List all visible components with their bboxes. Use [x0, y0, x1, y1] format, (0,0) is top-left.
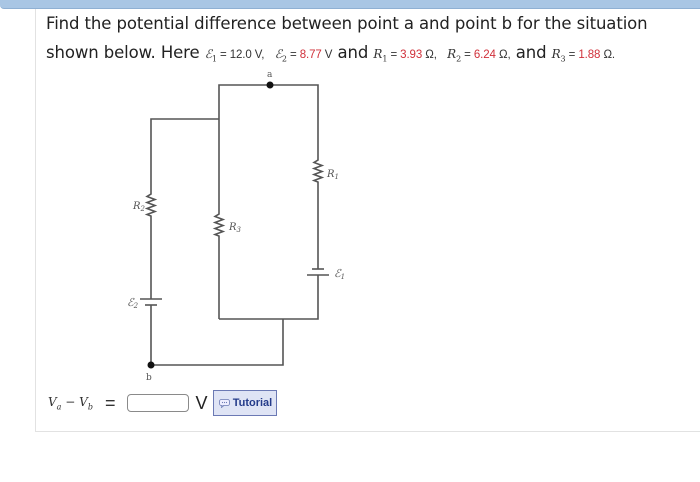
emf2-eq: = [286, 49, 300, 61]
left-top-wire [150, 118, 219, 192]
emf1-unit: V, [251, 49, 265, 61]
resistor-r1-icon [311, 158, 325, 184]
question-text: Find the potential difference between po… [46, 9, 696, 73]
r3-unit: Ω. [600, 49, 616, 61]
emf2-unit: V [321, 49, 333, 61]
emf1-value: 12.0 [229, 49, 252, 61]
and-word-2: and [515, 43, 547, 62]
emf1-symbol: ℰ1 [204, 47, 217, 64]
question-panel [35, 9, 700, 432]
r1-unit: Ω, [422, 49, 437, 61]
answer-row: Va − Vb = V Tutorial [48, 390, 278, 416]
r2-label: R2 [132, 201, 146, 213]
bottom-wire [151, 319, 284, 366]
equals-sign: = [104, 392, 116, 413]
header-bar [0, 0, 700, 9]
point-b-dot [147, 361, 155, 369]
r1-eq: = [387, 49, 401, 61]
point-a-dot [266, 81, 274, 89]
top-wire [218, 84, 319, 158]
resistor-r2-icon [144, 192, 158, 218]
r2-unit: Ω, [495, 49, 511, 61]
e1-bottom-wire [219, 275, 319, 320]
tutorial-label: Tutorial [232, 397, 273, 409]
question-prefix: shown below. Here [46, 43, 200, 62]
emf2-symbol: ℰ2 [274, 47, 287, 64]
r3-symbol: R3 [551, 47, 566, 64]
emf1-eq: = [216, 49, 230, 61]
tutorial-button[interactable]: Tutorial [213, 390, 278, 416]
speech-bubble-icon [218, 398, 230, 408]
e2-label: ℰ2 [127, 296, 139, 310]
r2-value: 6.24 [473, 49, 496, 61]
resistor-r3-icon [212, 212, 226, 238]
r2-eq: = [461, 49, 474, 61]
and-word-1: and [337, 43, 369, 62]
question-line-1: Find the potential difference between po… [46, 14, 648, 33]
r1-value: 3.93 [400, 49, 423, 61]
e1-label: ℰ1 [334, 267, 345, 281]
unit-label: V [195, 392, 208, 413]
r2-symbol: R2 [447, 47, 462, 64]
emf2-value: 8.77 [299, 49, 322, 61]
r3-label: R3 [228, 222, 242, 234]
r3-value: 1.88 [578, 49, 601, 61]
r1-symbol: R1 [373, 47, 388, 64]
r3-eq: = [565, 49, 579, 61]
va-minus-vb-label: Va − Vb [48, 394, 93, 412]
answer-input[interactable] [127, 394, 190, 412]
r1-label: R1 [326, 169, 339, 181]
point-b-label: b [146, 373, 152, 383]
question-line-2: shown below. Here ℰ1 = 12.0 V, ℰ2 = 8.77… [46, 38, 696, 73]
point-a-label: a [267, 70, 273, 80]
